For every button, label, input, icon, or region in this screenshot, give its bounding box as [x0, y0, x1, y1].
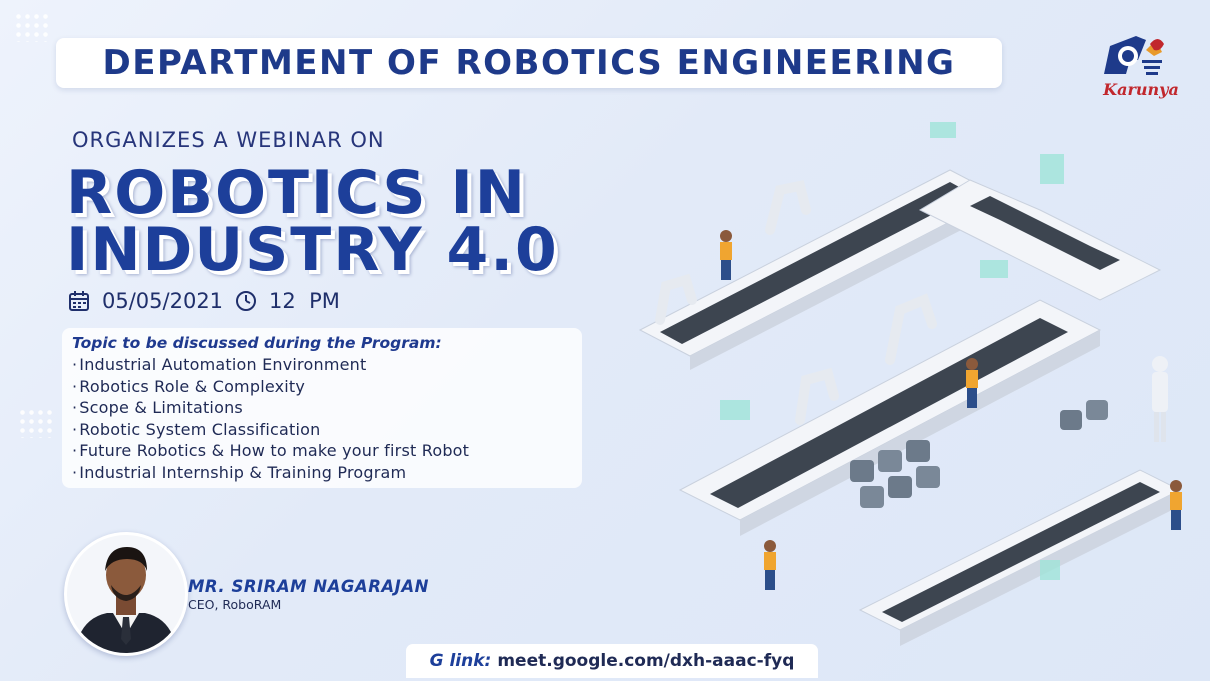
- webinar-subtitle: ORGANIZES A WEBINAR ON: [72, 128, 385, 152]
- speaker-photo: [64, 532, 188, 656]
- speaker-portrait-icon: [67, 535, 185, 653]
- storage-boxes: [850, 400, 1108, 508]
- decorative-dots: [14, 12, 48, 42]
- event-time: 12 PM: [269, 289, 340, 313]
- topic-item: ·Scope & Limitations: [72, 398, 243, 417]
- headline-line-1: ROBOTICS IN: [66, 158, 527, 228]
- topic-item: ·Future Robotics & How to make your firs…: [72, 441, 470, 460]
- department-banner: DEPARTMENT OF ROBOTICS ENGINEERING: [56, 38, 1002, 88]
- calendar-icon: [69, 291, 89, 311]
- topic-item: ·Industrial Internship & Training Progra…: [72, 462, 407, 482]
- topics-panel: Topic to be discussed during the Program…: [62, 328, 582, 488]
- conveyor-belt-upper: [638, 169, 1002, 370]
- topics-heading: Topic to be discussed during the Program…: [72, 334, 442, 352]
- speaker-name: MR. SRIRAM NAGARAJAN: [188, 577, 429, 596]
- conveyor-belt-right: [918, 179, 1162, 301]
- humanoid-robot: [1152, 356, 1168, 442]
- meeting-link-url[interactable]: meet.google.com/dxh-aaac-fyq: [497, 651, 795, 671]
- conveyor-belt-middle: [678, 299, 1102, 536]
- factory-illustration: [638, 122, 1182, 646]
- decorative-dots: [18, 408, 52, 438]
- event-date: 05/05/2021: [102, 289, 224, 313]
- monitoring-screens: [720, 122, 1064, 580]
- robot-arms: [655, 180, 937, 425]
- workers: [720, 230, 1182, 590]
- topic-item: ·Industrial Automation Environment: [72, 355, 367, 374]
- clock-icon: [236, 291, 257, 311]
- logo-text: Karunya: [1103, 80, 1179, 99]
- department-title: DEPARTMENT OF ROBOTICS ENGINEERING: [102, 43, 956, 83]
- topic-item: ·Robotics Role & Complexity: [72, 376, 306, 396]
- headline-line-2: INDUSTRY 4.0: [66, 215, 559, 285]
- topic-item: ·Robotic System Classification: [72, 419, 321, 439]
- meeting-link-label: G link:: [429, 651, 492, 671]
- meeting-link-bar: G link: meet.google.com/dxh-aaac-fyq: [406, 644, 818, 678]
- speaker-role: CEO, RoboRAM: [188, 597, 282, 612]
- karunya-logo-icon: [1104, 36, 1164, 75]
- event-datetime: 05/05/2021 12 PM: [68, 286, 340, 316]
